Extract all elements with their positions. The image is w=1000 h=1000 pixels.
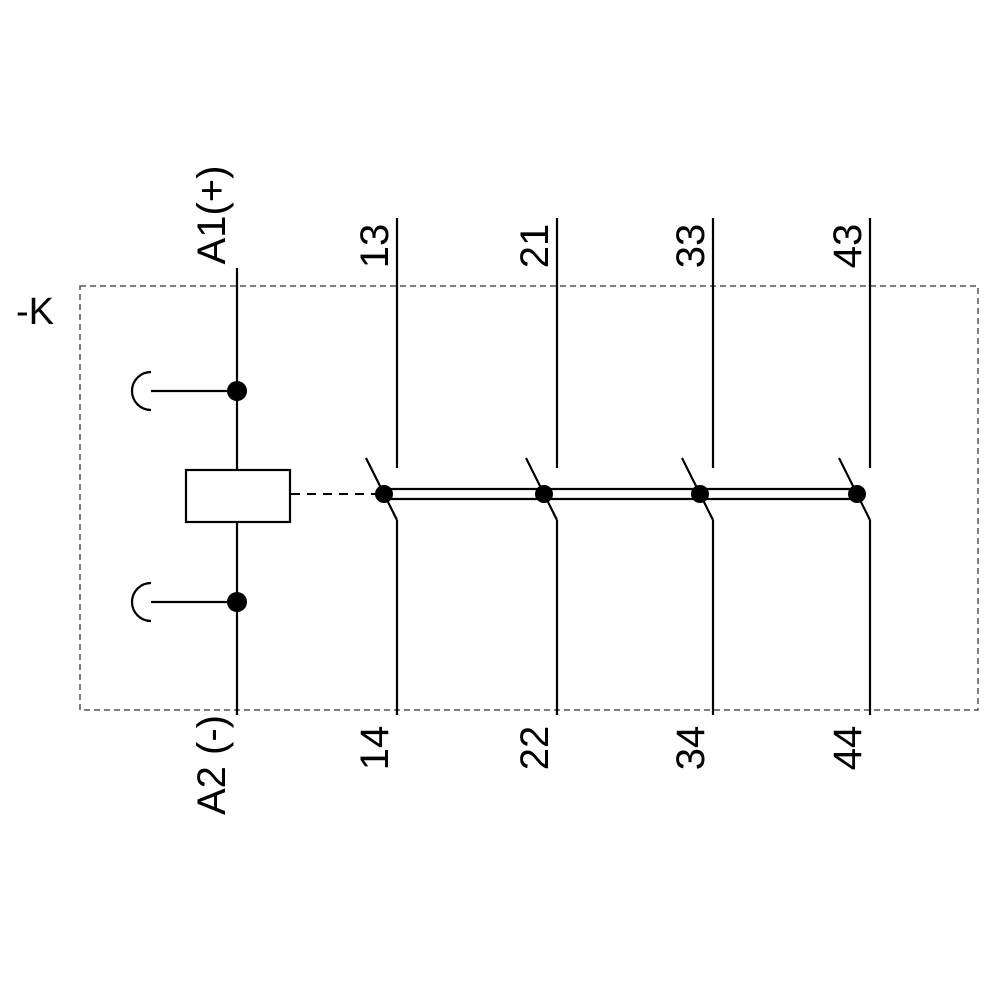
contact-junction-dot bbox=[691, 485, 709, 503]
terminal-label-top: 21 bbox=[513, 224, 557, 269]
coil-terminal-a1-label: A1(+) bbox=[190, 166, 234, 265]
terminal-label-top: 33 bbox=[669, 224, 713, 269]
coil-upper-junction-dot bbox=[227, 381, 247, 401]
device-boundary bbox=[79, 285, 979, 711]
terminal-label-bottom: 22 bbox=[513, 726, 557, 771]
coil-symbol bbox=[184, 468, 292, 524]
contact-pole: 13 14 bbox=[353, 218, 399, 771]
contact-junction-dot bbox=[848, 485, 866, 503]
terminal-label-bottom: 14 bbox=[353, 726, 397, 771]
terminal-label-bottom: 44 bbox=[826, 726, 870, 771]
terminal-label-top: 43 bbox=[826, 224, 870, 269]
contact-bridge bbox=[384, 487, 857, 501]
coil-lower-junction-dot bbox=[227, 592, 247, 612]
contact-pole: 43 44 bbox=[826, 218, 872, 771]
contact-pole: 21 22 bbox=[513, 218, 559, 771]
coil-branch: A1(+) A2 (-) bbox=[130, 166, 292, 815]
terminal-label-top: 13 bbox=[353, 224, 397, 269]
contact-junction-dot bbox=[535, 485, 553, 503]
contact-pole: 33 34 bbox=[669, 218, 715, 771]
socket-arc-icon bbox=[130, 370, 152, 412]
socket-arc-icon bbox=[130, 581, 152, 623]
terminal-label-bottom: 34 bbox=[669, 726, 713, 771]
contact-junction-dot bbox=[375, 485, 393, 503]
coil-terminal-a2-label: A2 (-) bbox=[190, 715, 234, 815]
device-label: -K bbox=[16, 291, 54, 333]
